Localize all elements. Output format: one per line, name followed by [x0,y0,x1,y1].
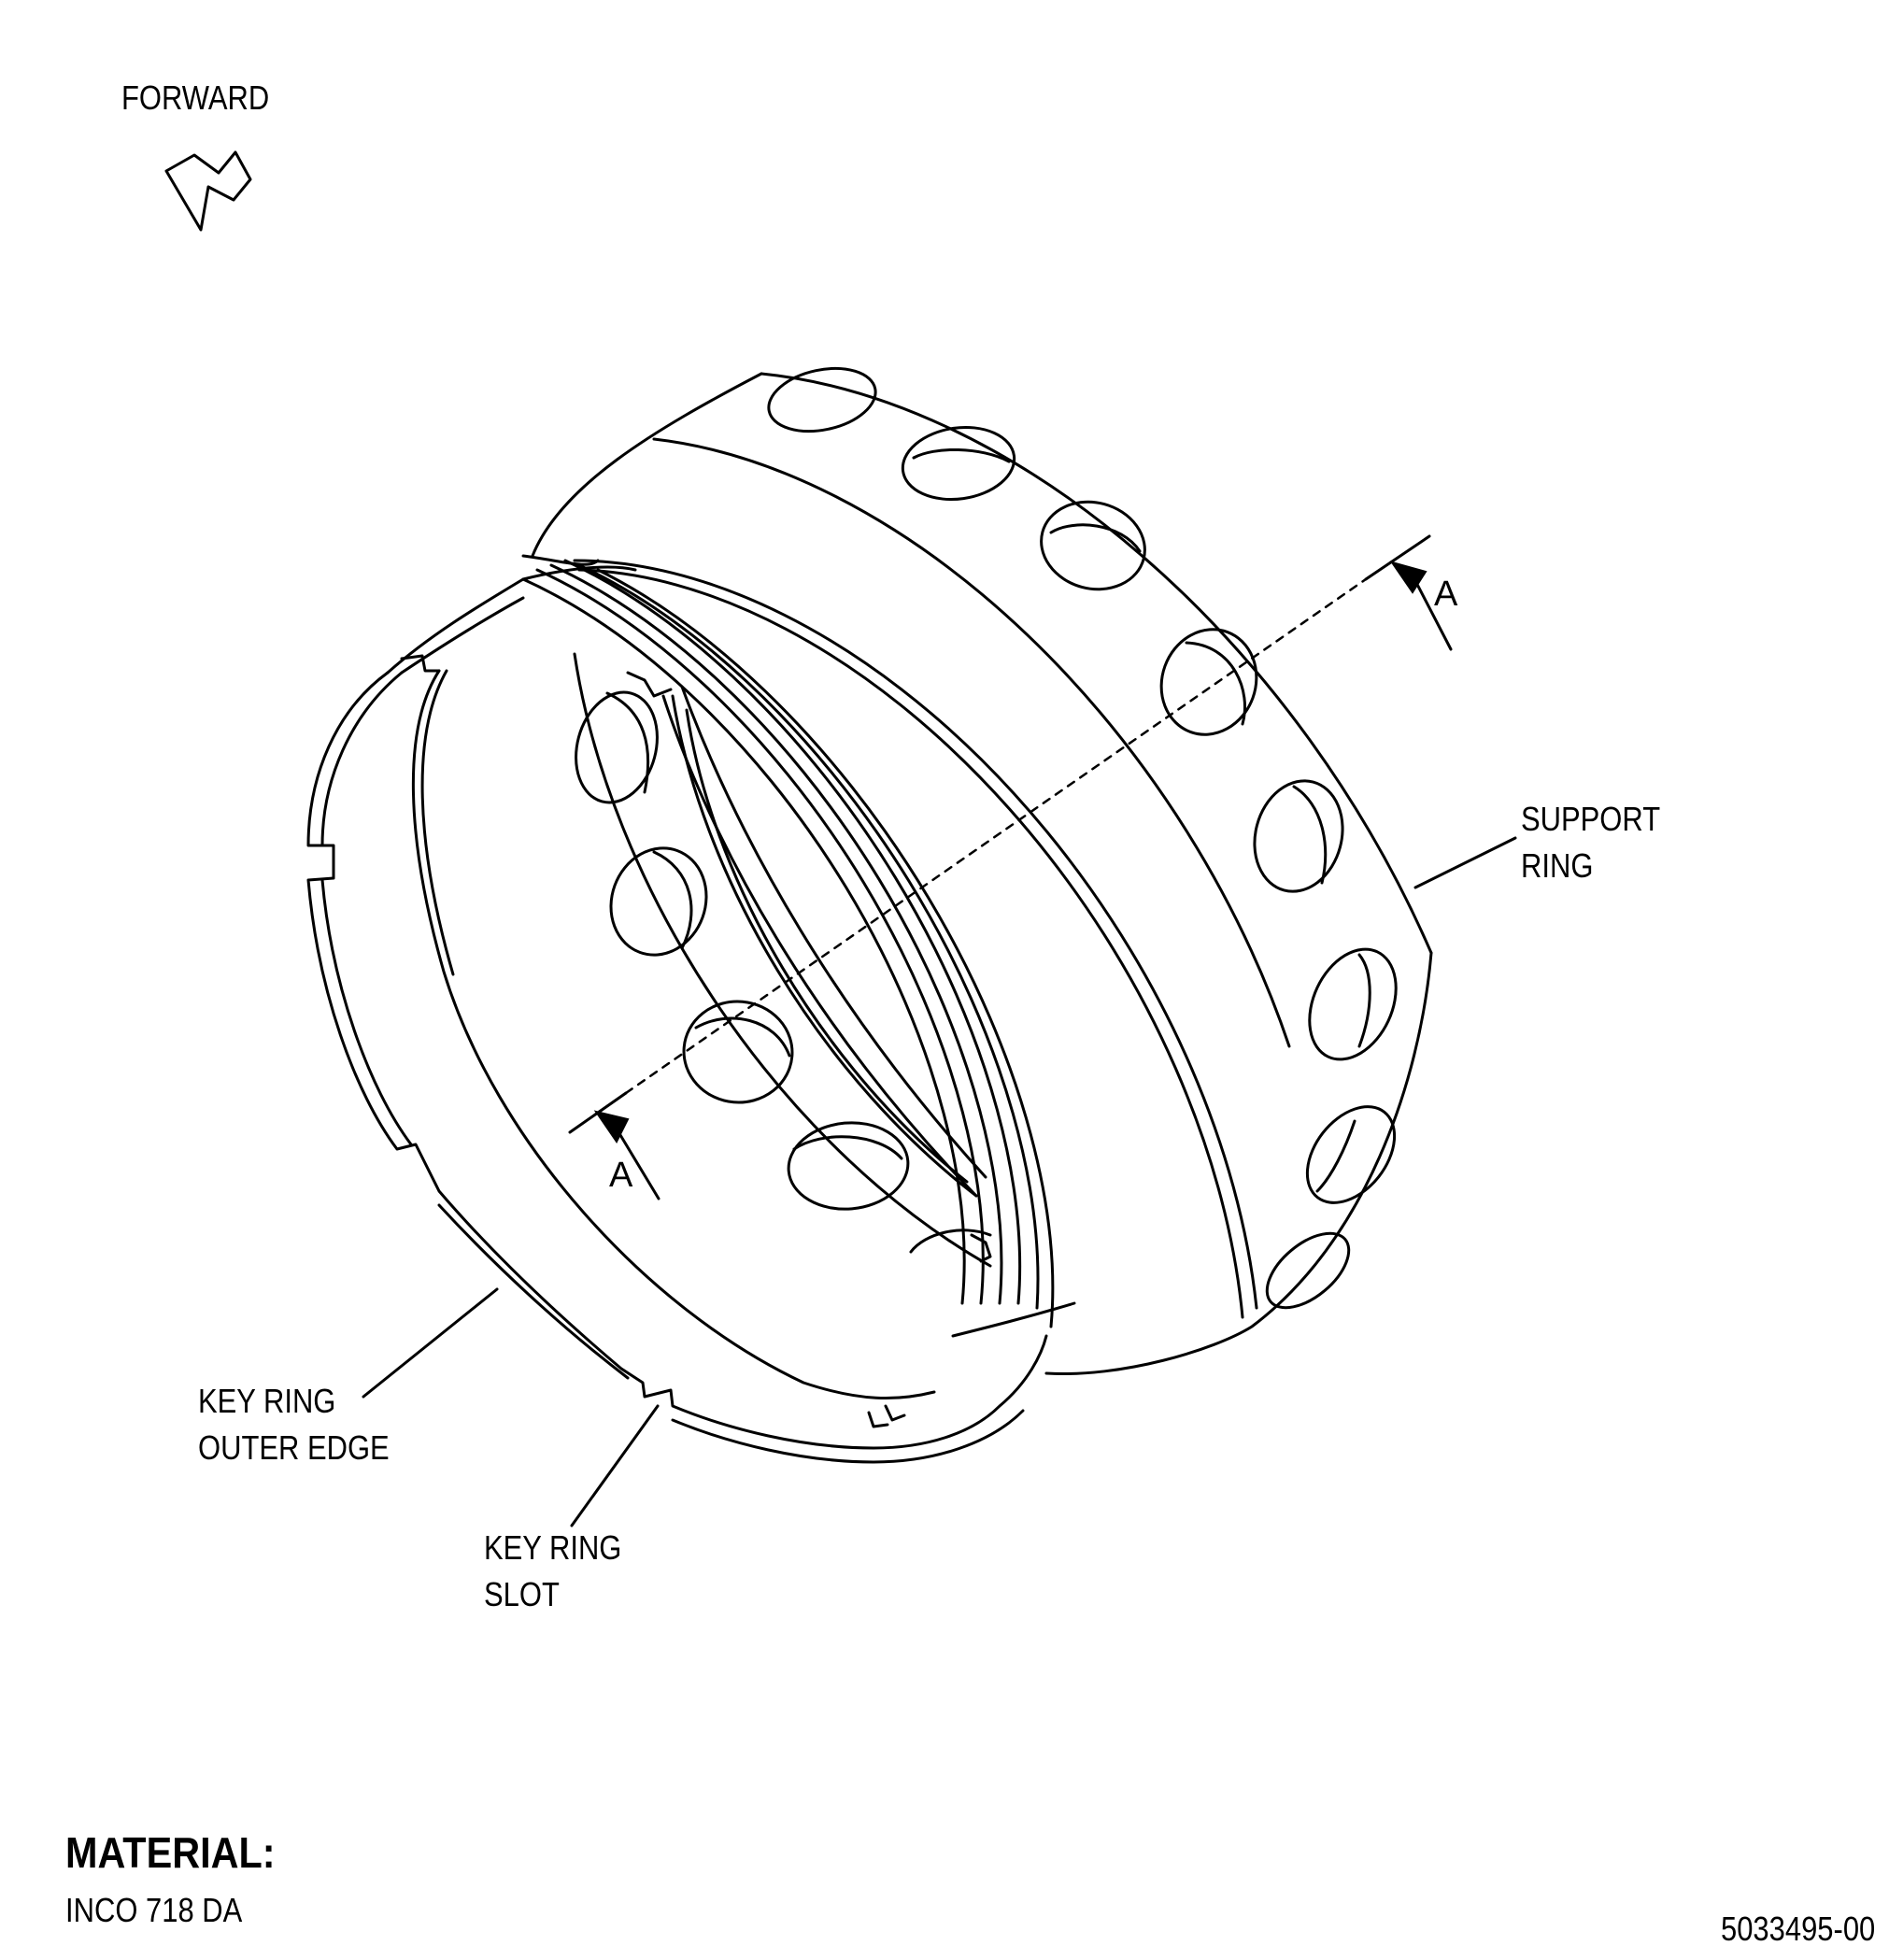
inner-hole [575,690,659,804]
key-ring-rim-2 [535,568,985,1305]
key-ring-inner-face-2 [420,669,455,976]
outer-edge-leader [362,1287,499,1399]
forward-arrow-icon [164,150,252,232]
key-ring-bottom-edge-2 [872,1409,1025,1464]
key-ring-rim-3 [549,563,1003,1305]
inner-bore-edge-2 [671,694,978,1198]
support-ring-hole [1159,628,1258,736]
inner-holes [575,690,992,1254]
support-ring-side-edge [1044,951,1433,1376]
key-ring-outer-edge-label-line-1: KEY RING [198,1382,336,1420]
material-heading: MATERIAL: [65,1828,276,1877]
key-ring-outer-edge-4 [437,1203,630,1380]
support-ring-hole [767,366,877,433]
key-ring-outer-edge-label: KEY RING OUTER EDGE [198,1378,390,1471]
key-ring-bottom-notch-2 [867,1411,889,1428]
support-ring-hole [1040,500,1146,591]
support-ring-hole [1308,947,1398,1061]
key-ring-bottom-edge [872,1334,1048,1450]
support-ring-back-edge [652,437,1291,1048]
section-arrow-top-icon [1389,561,1427,594]
support-ring-rim [531,372,763,558]
support-ring-hole [1253,779,1344,893]
slot-leader [570,1404,660,1527]
key-ring-slot-notch [400,654,441,673]
support-ring-hole-depth [912,447,1011,463]
key-ring-rim [521,577,966,1305]
support-ring-hole [901,425,1016,502]
key-ring-outer-edge [306,671,875,1450]
key-ring-rim-4 [563,559,1022,1305]
support-ring-hole [1305,1105,1397,1204]
inner-hole [787,1121,910,1211]
inner-slot-band-2 [680,685,987,1179]
inner-bore-edge [573,652,992,1268]
key-ring-outer-edge-2 [320,671,404,847]
support-ring-hole-depth [1292,785,1328,885]
inner-slot-band [661,694,978,1198]
support-ring-inner-edge-2 [577,568,1244,1319]
key-ring-slot-label: KEY RING SLOT [484,1525,621,1618]
support-ring-label: SUPPORT RING [1521,796,1660,889]
section-marker-top: A [1434,575,1458,614]
key-ring-slot-notch-2 [626,671,673,698]
support-ring-outer-edge [760,372,1433,955]
support-ring-hole [1265,1231,1351,1310]
support-ring-hole-depth [1185,641,1246,726]
section-cut-top [1364,534,1431,581]
key-ring-rim-5 [577,563,1040,1310]
key-ring-bottom-notch [970,1233,992,1263]
inner-bore-edge-3 [685,708,969,1184]
key-ring-outer-edge-label-line-2: OUTER EDGE [198,1428,390,1467]
key-ring-outer-edge-3 [320,878,413,1146]
support-ring-holes [767,366,1398,1310]
inner-hole [682,1000,794,1104]
support-ring-hole-depth [1315,1119,1356,1193]
section-line-a-a [624,577,1368,1095]
key-ring-top-edge-2 [400,596,525,675]
section-arrow-bottom-icon [593,1110,630,1143]
key-ring-bottom-notch-3 [884,1404,906,1422]
support-ring-lower [951,1301,1076,1338]
inner-hole-depth [605,691,650,794]
support-ring-label-line-2: RING [1521,846,1594,885]
key-ring-rim-6 [596,568,1055,1328]
forward-label: FORWARD [121,78,270,117]
inner-hole-depth [652,850,693,950]
drawing-number: 5033495-00 [1721,1910,1876,1948]
support-ring-hole-depth [1049,523,1142,553]
section-marker-bottom: A [609,1156,633,1195]
key-ring-slot-label-line-2: SLOT [484,1575,560,1613]
support-ring-label-line-1: SUPPORT [1521,800,1661,838]
key-ring-inner-face [411,669,936,1400]
support-ring-inner-edge [573,559,1258,1310]
material-value: INCO 718 DA [65,1891,243,1929]
key-ring-slot-label-line-1: KEY RING [484,1528,622,1567]
inner-hole [609,846,708,957]
key-ring-outer-edge-5 [671,1418,875,1464]
support-ring-hole-depth [1357,953,1371,1048]
inner-hole-depth [694,1016,791,1058]
support-ring-leader [1413,836,1517,889]
inner-hole-depth [792,1135,903,1160]
